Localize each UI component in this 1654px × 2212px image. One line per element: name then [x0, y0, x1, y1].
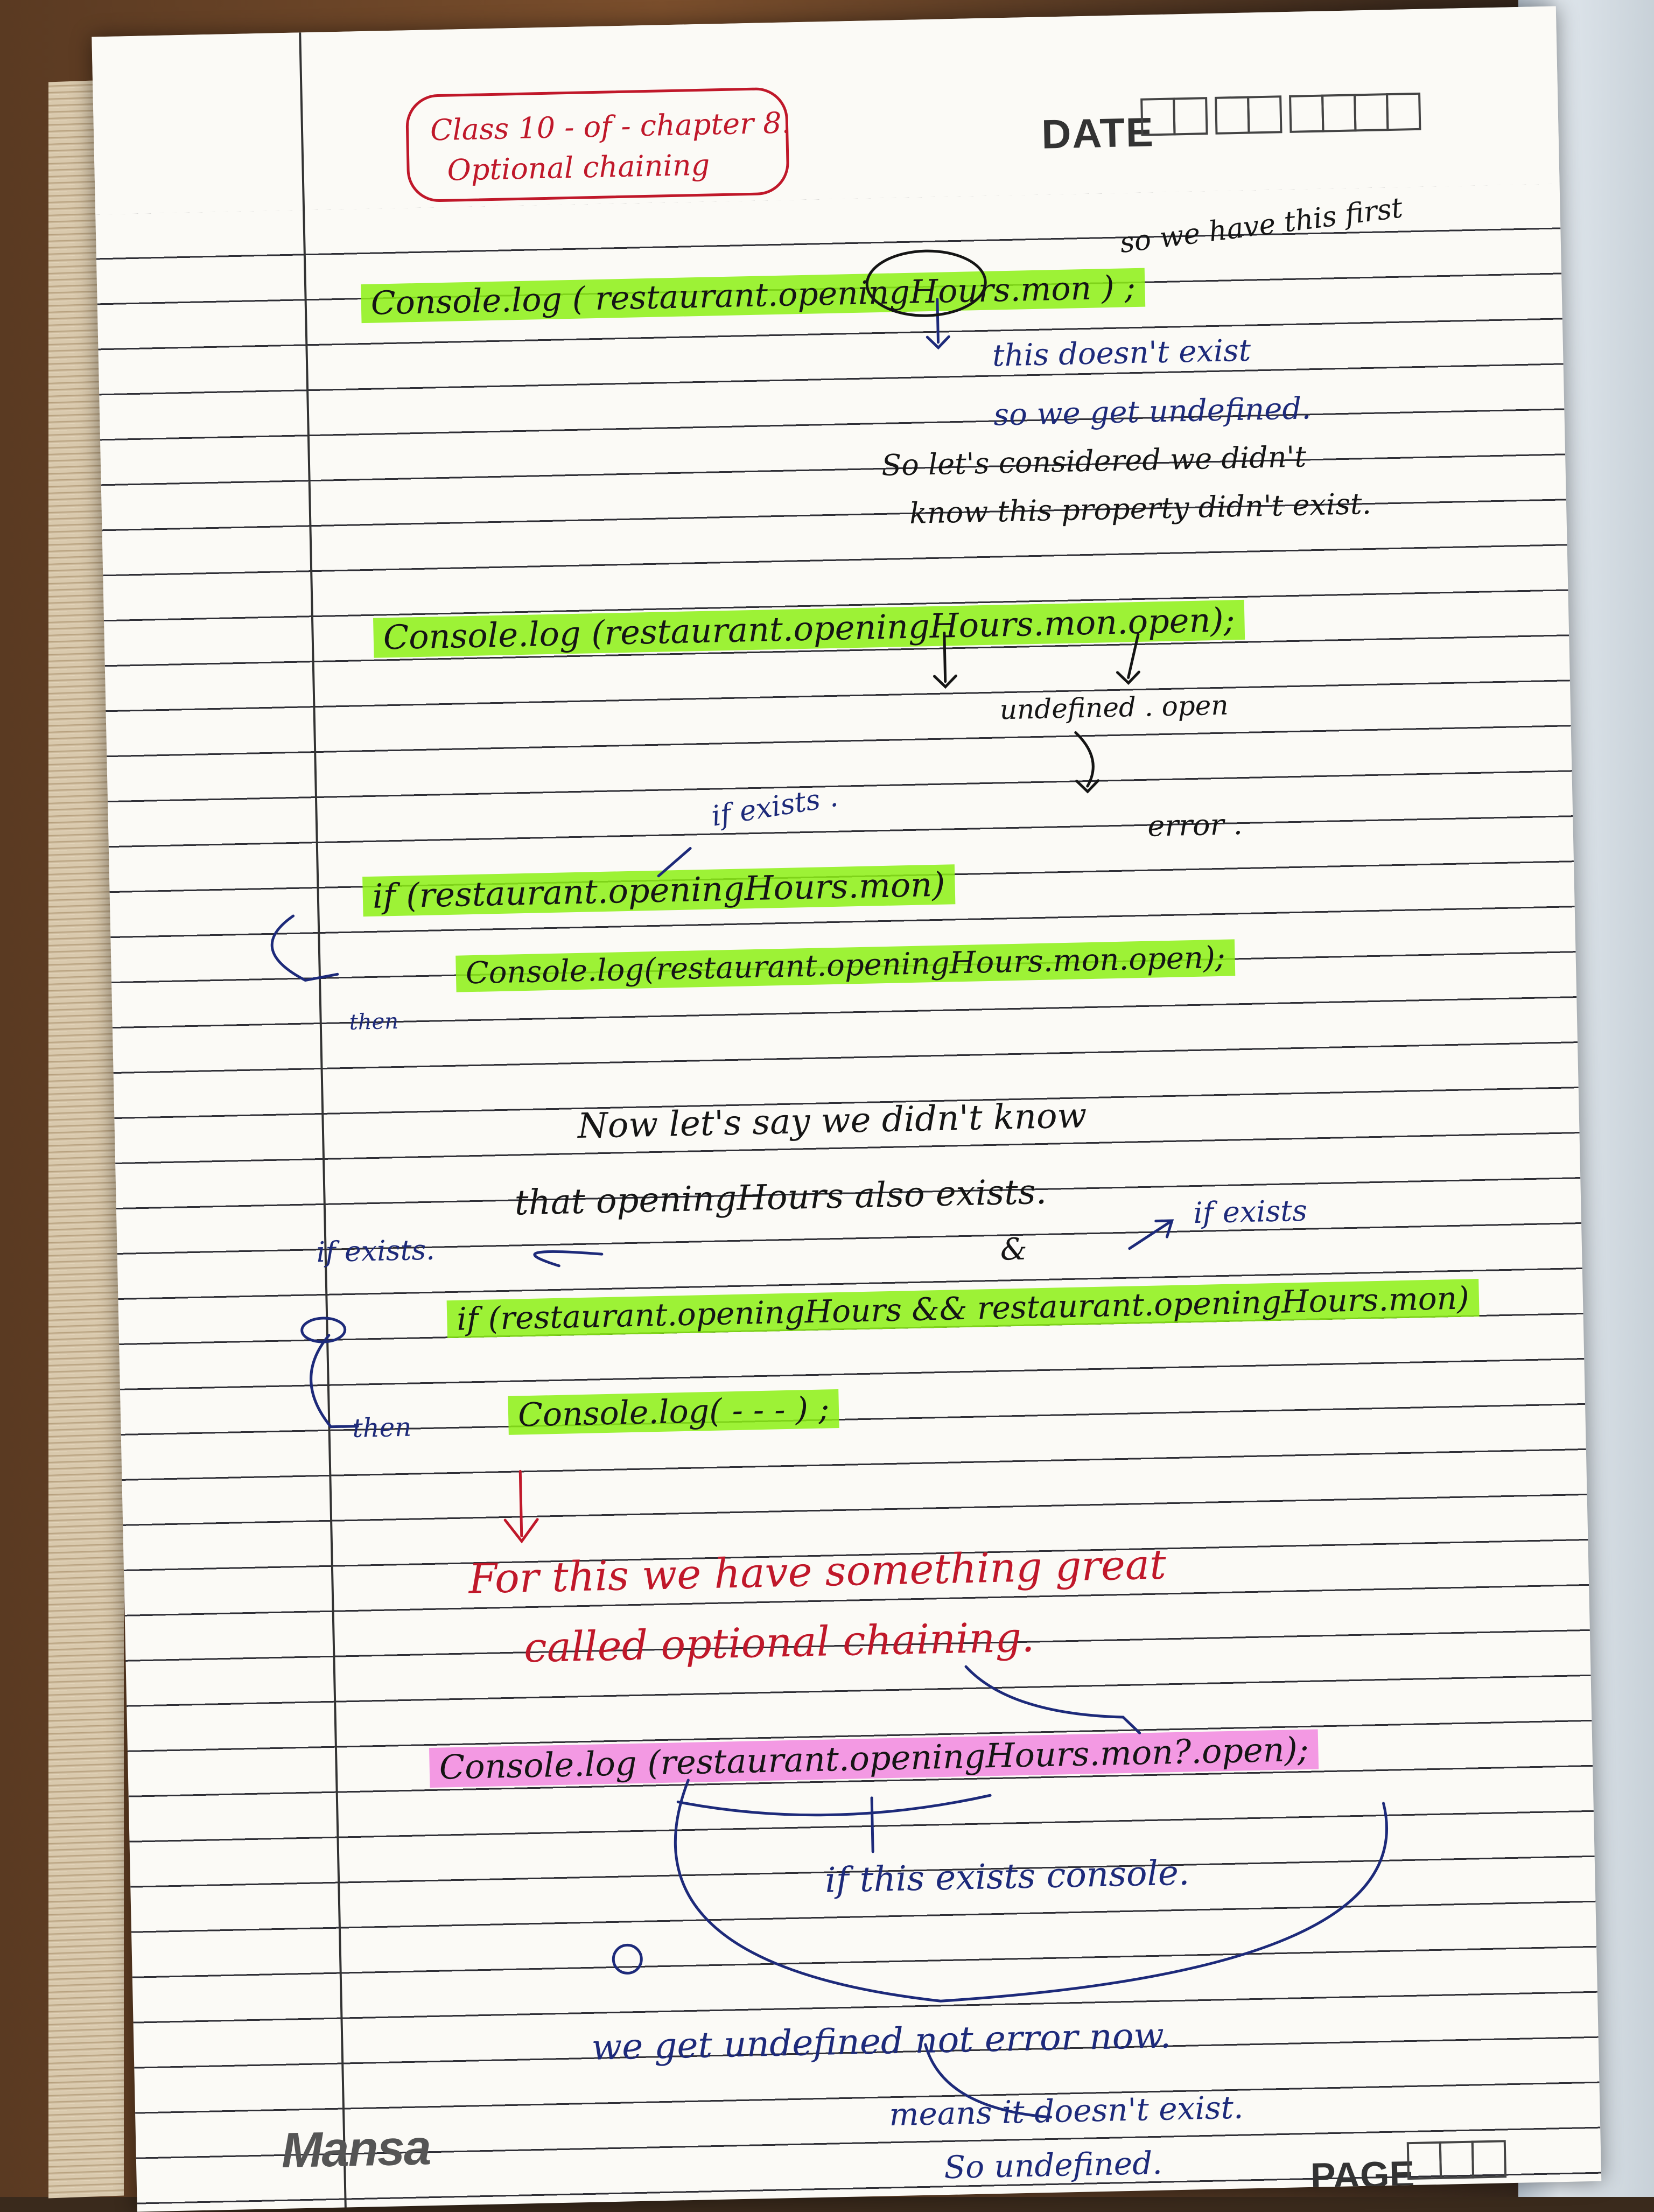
page-number-boxes [1406, 2140, 1507, 2180]
arrow-3 [270, 914, 339, 982]
arrow-5b [964, 1665, 1141, 1734]
arrow-4c [310, 1334, 359, 1429]
arrow-2c [1074, 731, 1100, 794]
notebook-page: Class 10 - of - chapter 8. Optional chai… [92, 6, 1602, 2212]
arrow-5 [503, 1469, 539, 1544]
arrow-4a [533, 1250, 604, 1268]
arrow-2b [1116, 633, 1140, 685]
arrow-1 [926, 298, 950, 350]
arrow-2a [933, 632, 958, 689]
arrow-6b [870, 1796, 874, 1853]
circle-mark [612, 1943, 643, 1975]
brand-logo: Mansa [281, 2120, 431, 2178]
annotation-arrows [270, 249, 1388, 2119]
arrow-6c [674, 1779, 1388, 2003]
arrow-6d [924, 2043, 1053, 2119]
arrow-6a [676, 1794, 992, 1817]
scribble-mark [300, 1317, 347, 1343]
circle-mon [865, 249, 987, 317]
arrow-4b [1128, 1219, 1174, 1250]
arrow-3b [657, 847, 692, 878]
